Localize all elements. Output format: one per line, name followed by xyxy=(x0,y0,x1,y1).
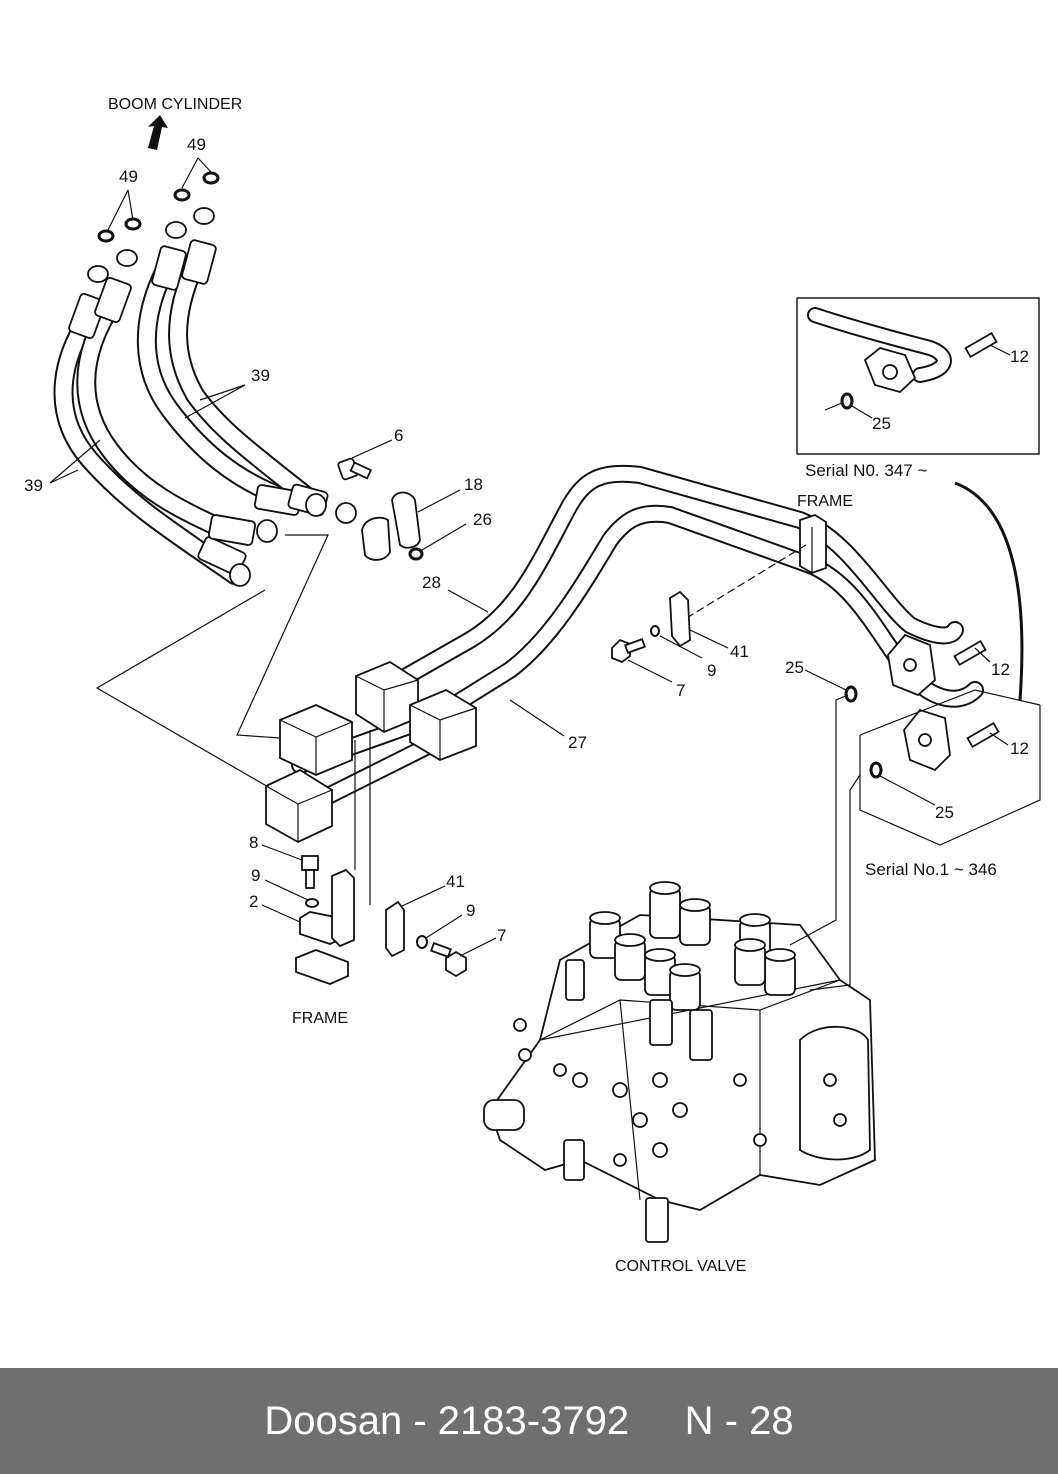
frame-block-top xyxy=(679,514,827,623)
callout-49-right: 49 xyxy=(187,135,206,154)
callout-25-mid: 25 xyxy=(785,658,804,677)
callout-49-left: 49 xyxy=(119,167,138,186)
frame-bracket-bottom xyxy=(295,855,467,985)
control-valve xyxy=(483,881,876,1243)
callout-2: 2 xyxy=(249,892,258,911)
footer-part-number: 2183-3792 xyxy=(437,1398,630,1443)
callout-9-bottom-left: 9 xyxy=(251,866,260,885)
callout-18: 18 xyxy=(464,475,483,494)
footer-separator: - xyxy=(402,1398,438,1443)
callout-41-top: 41 xyxy=(730,642,749,661)
callout-41-bottom: 41 xyxy=(446,872,465,891)
callout-25-lower: 25 xyxy=(935,803,954,822)
flange-bolt-6 xyxy=(337,457,373,481)
clamp-41-top xyxy=(611,590,691,664)
callout-6: 6 xyxy=(394,426,403,445)
callout-8: 8 xyxy=(249,833,258,852)
footer-bar: Doosan - 2183-3792 N - 28 xyxy=(0,1368,1058,1474)
pipe-28 xyxy=(361,464,964,706)
callout-26: 26 xyxy=(473,510,492,529)
callout-7-bottom: 7 xyxy=(497,926,506,945)
callout-25-inset: 25 xyxy=(872,414,891,433)
pipe-flange-right xyxy=(844,633,1000,779)
boom-direction-arrow xyxy=(148,115,168,150)
leader-lines xyxy=(49,157,1011,957)
callout-12-lower: 12 xyxy=(1010,739,1029,758)
caption-frame-bottom: FRAME xyxy=(292,1010,348,1027)
callout-27: 27 xyxy=(568,733,587,752)
callout-7-top: 7 xyxy=(676,681,685,700)
footer-brand: Doosan xyxy=(264,1398,403,1443)
callout-39-left: 39 xyxy=(24,476,43,495)
callout-12-inset: 12 xyxy=(1010,347,1029,366)
hose-assembly-39 xyxy=(53,207,329,587)
caption-serial-new: Serial N0. 347 ~ xyxy=(805,461,927,480)
callout-9-top: 9 xyxy=(707,661,716,680)
callout-12-mid: 12 xyxy=(991,660,1010,679)
footer-page-code: N - 28 xyxy=(684,1398,794,1443)
footer-spacer xyxy=(629,1399,685,1444)
caption-control-valve: CONTROL VALVE xyxy=(615,1258,746,1275)
caption-frame-top: FRAME xyxy=(797,493,853,510)
caption-boom-cylinder: BOOM CYLINDER xyxy=(108,96,242,113)
callout-39-right: 39 xyxy=(251,366,270,385)
callout-28: 28 xyxy=(422,573,441,592)
hydraulic-parts-diagram: BOOM CYLINDER FRAME FRAME CONTROL VALVE … xyxy=(24,96,1041,1275)
callout-9-bottom: 9 xyxy=(466,901,475,920)
inset-detail-box xyxy=(796,297,1040,455)
caption-serial-old: Serial No.1 ~ 346 xyxy=(865,860,997,879)
split-flange-18 xyxy=(335,491,424,561)
pipe-clamp-blocks xyxy=(265,660,477,844)
o-rings-49 xyxy=(97,171,220,243)
